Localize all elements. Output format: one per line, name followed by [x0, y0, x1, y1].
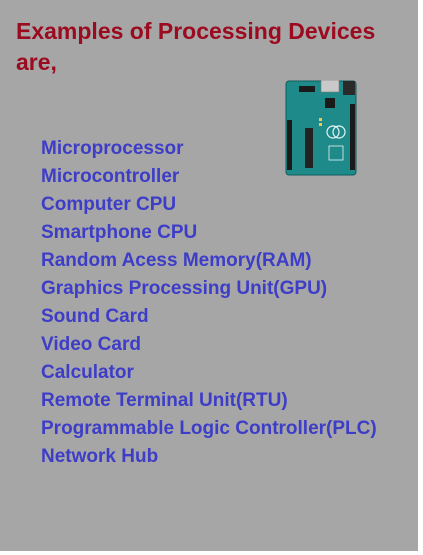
- list-item: Network Hub: [41, 446, 159, 467]
- processing-devices-list: Microprocessor Microcontroller Computer …: [41, 135, 377, 471]
- list-item: Video Card: [41, 334, 141, 355]
- list-item: Random Acess Memory(RAM): [41, 250, 312, 271]
- list-item: Smartphone CPU: [41, 222, 198, 243]
- list-item: Microcontroller: [41, 166, 180, 187]
- list-item: Remote Terminal Unit(RTU): [41, 390, 288, 411]
- slide-title: Examples of Processing Devices are,: [16, 18, 376, 75]
- list-item: Programmable Logic Controller(PLC): [41, 418, 377, 439]
- list-item: Calculator: [41, 362, 134, 383]
- list-item: Microprocessor: [41, 138, 184, 159]
- list-item: Graphics Processing Unit(GPU): [41, 278, 328, 299]
- arduino-uno-board-icon: [285, 80, 357, 176]
- list-item: Sound Card: [41, 306, 149, 327]
- list-item: Computer CPU: [41, 194, 177, 215]
